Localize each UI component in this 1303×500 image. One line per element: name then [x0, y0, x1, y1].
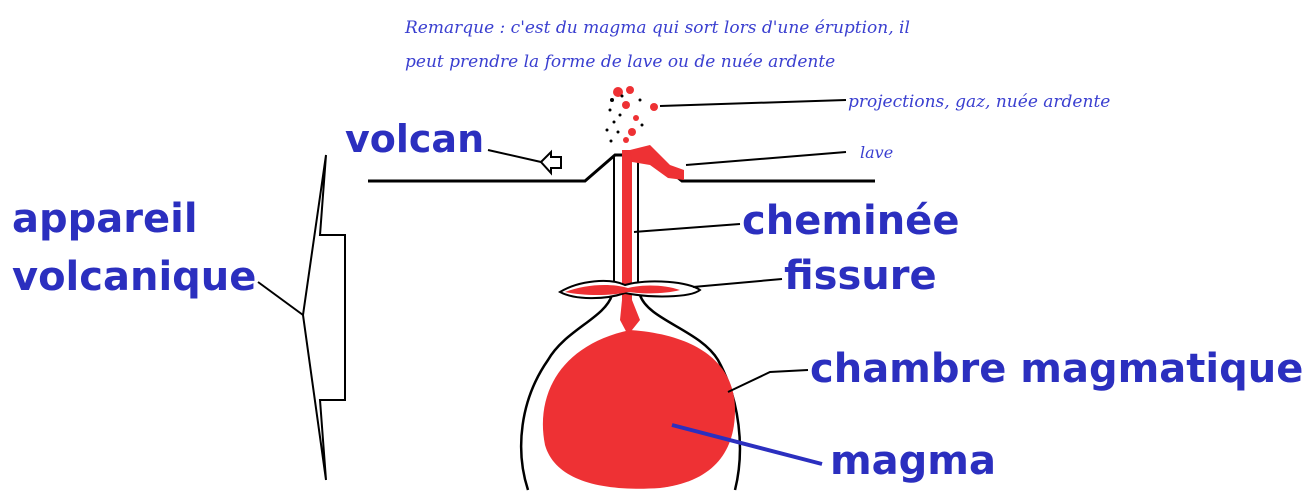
volcan-arrow-icon — [541, 152, 561, 173]
label-volcan: volcan — [345, 117, 484, 161]
appareil-leader — [258, 282, 303, 315]
magma-chamber — [543, 330, 735, 489]
label-projections: projections, gaz, nuée ardente — [848, 92, 1110, 112]
projections-cloud — [606, 86, 659, 143]
fissure-leader — [693, 279, 782, 287]
note-line-1: Remarque : c'est du magma qui sort lors … — [404, 18, 910, 38]
chambre-leader — [728, 370, 808, 392]
label-appareil-line1: appareil — [12, 196, 198, 242]
label-chambre: chambre magmatique — [810, 346, 1303, 392]
label-magma: magma — [830, 438, 996, 484]
cheminee-leader — [634, 224, 740, 232]
label-cheminee: cheminée — [742, 198, 959, 244]
projections-leader — [660, 100, 846, 106]
label-appareil-line2: volcanique — [12, 254, 256, 300]
label-lave: lave — [860, 143, 893, 162]
appareil-bracket — [303, 155, 345, 480]
label-fissure: fissure — [784, 253, 937, 299]
lave-leader — [686, 152, 846, 165]
note-line-2: peut prendre la forme de lave ou de nuée… — [405, 52, 835, 72]
volcan-leader-line — [488, 150, 541, 162]
